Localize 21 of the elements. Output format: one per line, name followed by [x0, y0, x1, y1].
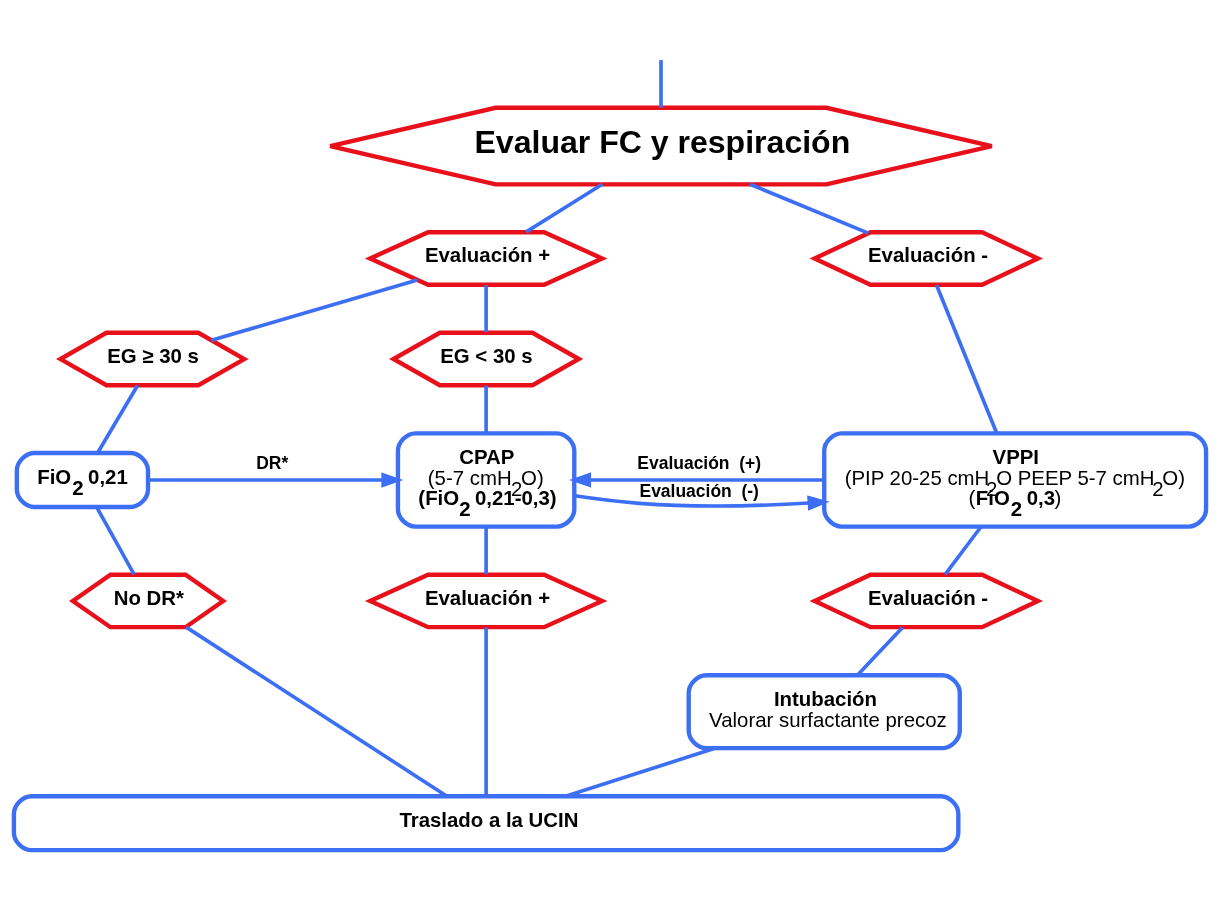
- node-box: Intubación Valorar surfactante precoz: [686, 673, 962, 751]
- edge-label: Evaluación (-): [639, 480, 759, 501]
- connector: [484, 526, 488, 575]
- connector: [525, 182, 604, 234]
- connector: [934, 284, 999, 434]
- connector: [659, 60, 663, 108]
- arrow: [574, 493, 830, 511]
- edge-label: Evaluación (+): [637, 453, 762, 474]
- connector: [943, 525, 983, 576]
- node-box: Traslado a la UCIN: [11, 794, 961, 853]
- arrow: [569, 472, 825, 488]
- connector: [484, 627, 488, 797]
- connector: [749, 182, 869, 235]
- connector: [484, 285, 488, 333]
- edge-label: DR*: [256, 453, 289, 474]
- arrow: [148, 472, 404, 488]
- connector: [484, 385, 488, 434]
- connector: [96, 384, 140, 454]
- connector: [95, 506, 136, 576]
- connector: [565, 746, 716, 798]
- connector: [211, 278, 418, 342]
